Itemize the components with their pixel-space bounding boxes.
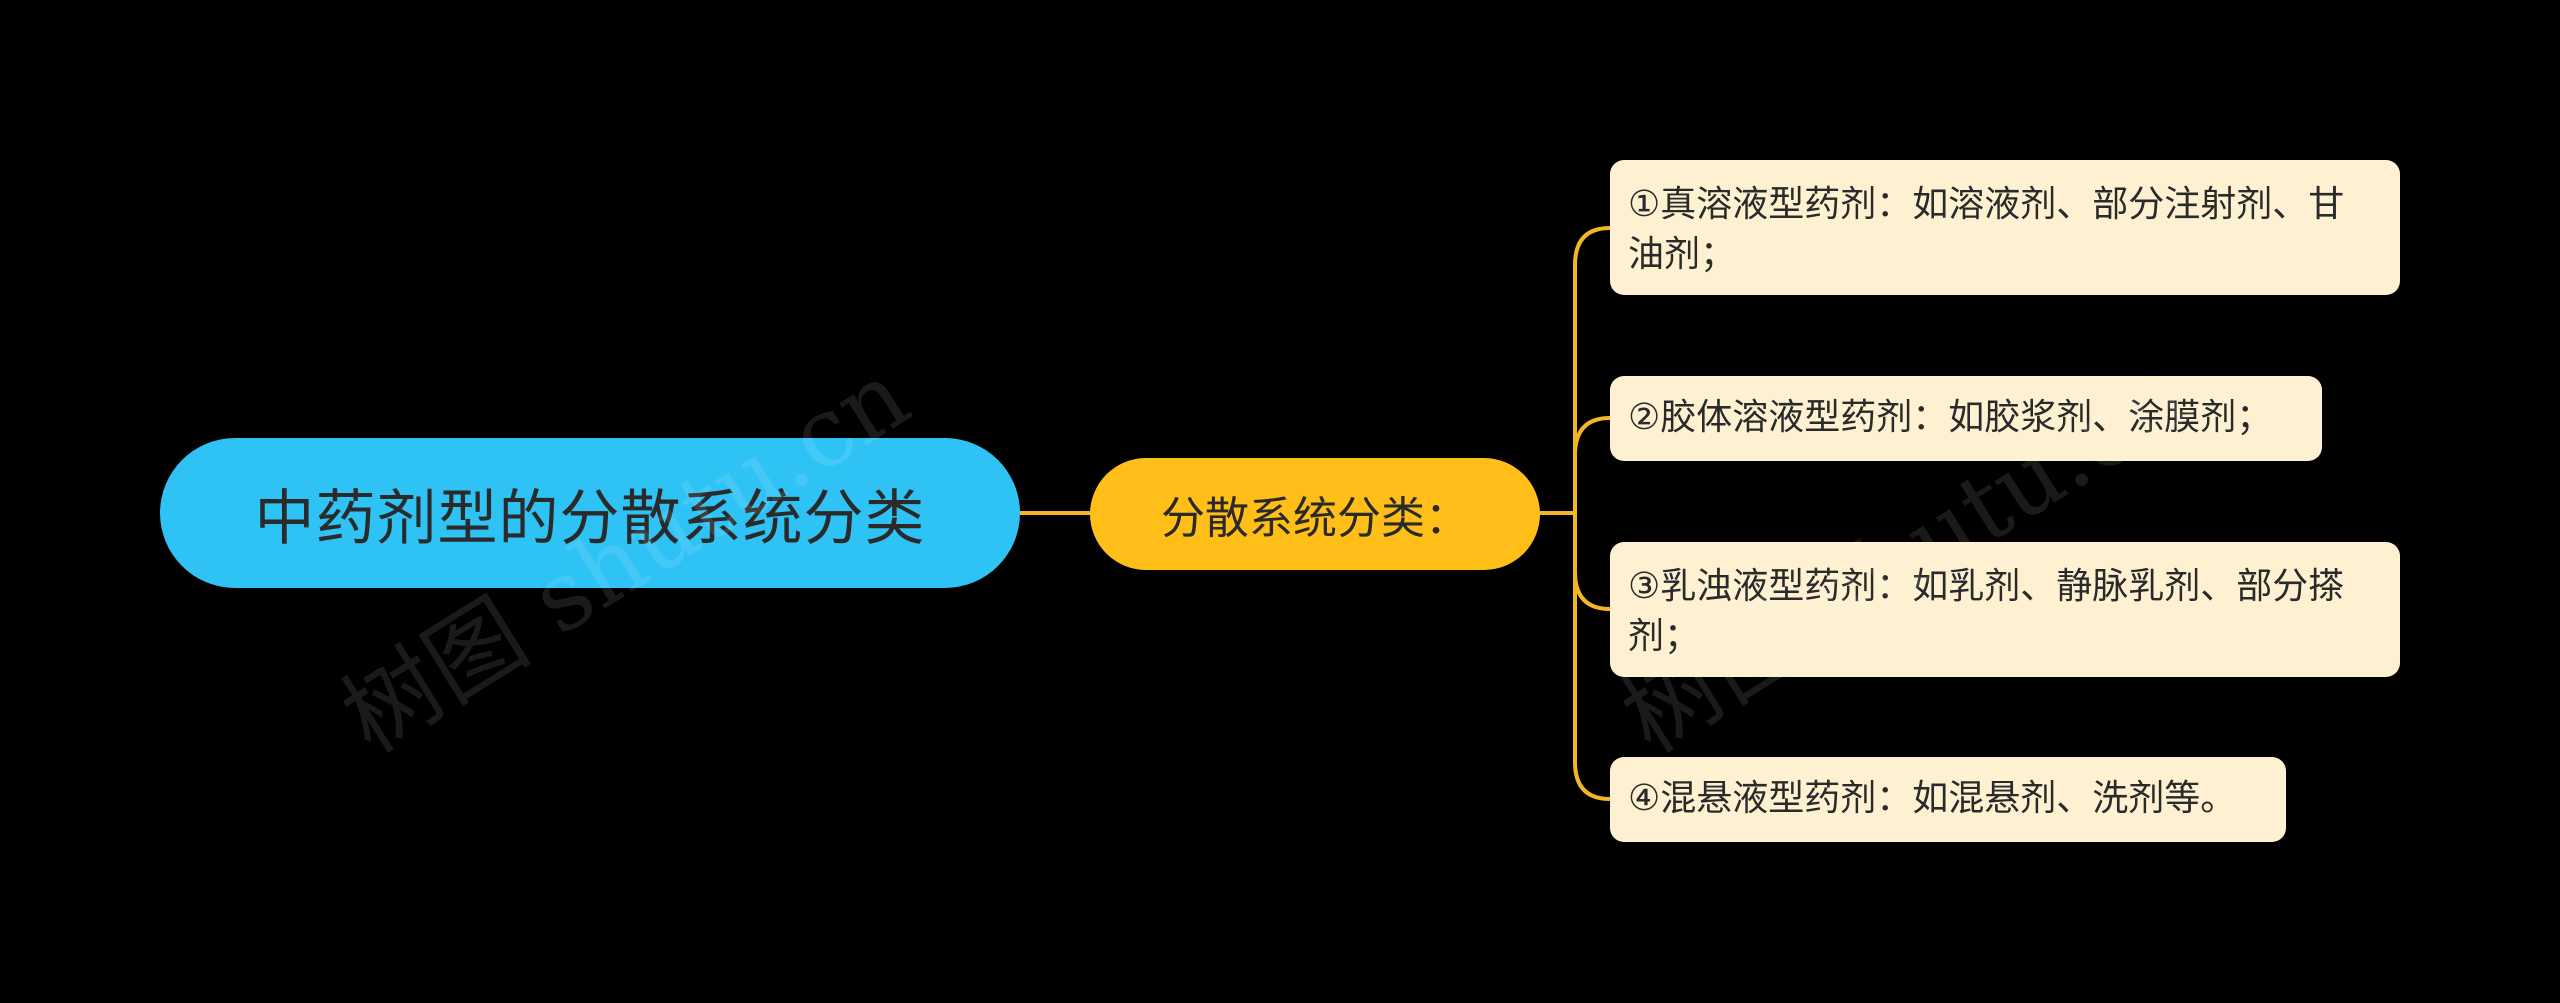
leaf-label-2: ②胶体溶液型药剂：如胶浆剂、涂膜剂； [1628,397,2273,438]
root-topic-label: 中药剂型的分散系统分类 [254,483,926,554]
leaf-node-4[interactable]: ④混悬液型药剂：如混悬剂、洗剂等。 [1610,757,2286,842]
leaf-label-1: ①真溶液型药剂：如溶液剂、部分注射剂、甘油剂； [1628,184,2345,275]
leaf-label-4: ④混悬液型药剂：如混悬剂、洗剂等。 [1628,778,2237,819]
root-topic-node[interactable]: 中药剂型的分散系统分类 [160,438,1020,588]
leaf-node-1[interactable]: ①真溶液型药剂：如溶液剂、部分注射剂、甘油剂； [1610,160,2400,295]
connector-leaf-4 [1573,513,1611,801]
leaf-node-3[interactable]: ③乳浊液型药剂：如乳剂、静脉乳剂、部分搽剂； [1610,542,2400,677]
connector-leaf-3 [1573,513,1611,611]
branch-topic-node[interactable]: 分散系统分类： [1090,458,1540,570]
connector-leaf-1 [1573,226,1611,513]
connector-leaf-2 [1573,416,1611,513]
branch-topic-label: 分散系统分类： [1161,493,1469,544]
leaf-node-2[interactable]: ②胶体溶液型药剂：如胶浆剂、涂膜剂； [1610,376,2322,461]
leaf-label-3: ③乳浊液型药剂：如乳剂、静脉乳剂、部分搽剂； [1628,566,2345,657]
